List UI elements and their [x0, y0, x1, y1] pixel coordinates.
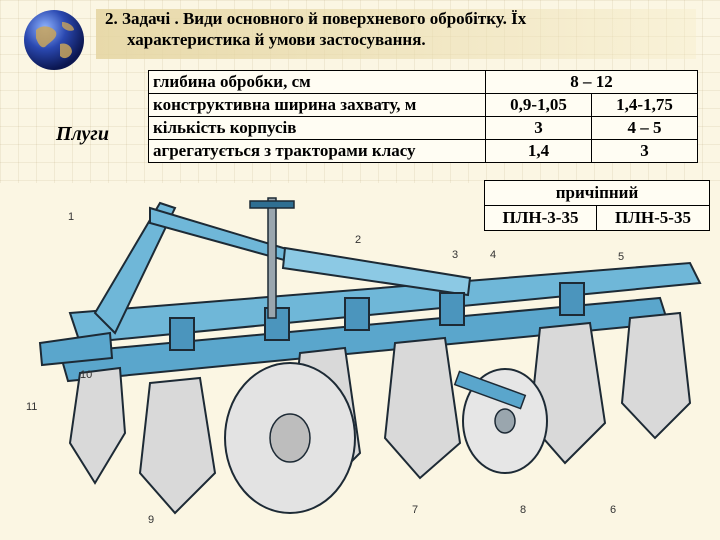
value-cell: 1,4-1,75: [591, 93, 698, 117]
callout-label: 7: [412, 504, 418, 516]
title-line-2: характеристика й умови застосування.: [127, 30, 426, 49]
model-label: ПЛН-3-35: [502, 208, 579, 227]
plow-diagram: 1 2 3 4 5 6 7 8 9 10 11: [0, 183, 720, 540]
slide-title: 2. Задачі . Види основного й поверхневог…: [105, 8, 705, 50]
type-box: причіпний: [484, 180, 710, 206]
table-row: кількість корпусів 3 4 – 5: [148, 116, 698, 140]
callout-label: 11: [26, 401, 37, 413]
value-cell: 3: [485, 116, 592, 140]
disc-coulter: [453, 368, 548, 474]
callout-label: 1: [68, 211, 74, 223]
callout-label: 2: [355, 234, 361, 246]
value-cell: 3: [591, 139, 698, 163]
value-cell: 1,4: [485, 139, 592, 163]
table-row: агрегатується з тракторами класу 1,4 3: [148, 139, 698, 163]
value-cell: 4 – 5: [591, 116, 698, 140]
depth-wheel: [224, 362, 356, 514]
type-label: причіпний: [555, 183, 639, 202]
param-cell: конструктивна ширина захвату, м: [148, 93, 486, 117]
table-row: конструктивна ширина захвату, м 0,9-1,05…: [148, 93, 698, 117]
callouts: 1 2 3 4 5 6 7 8 9 10 11: [26, 211, 624, 526]
model-box-2: ПЛН-5-35: [596, 205, 710, 231]
section-label: Плуги: [56, 123, 109, 145]
param-cell: агрегатується з тракторами класу: [148, 139, 486, 163]
title-background: [96, 9, 696, 59]
callout-label: 10: [80, 369, 92, 381]
param-cell: глибина обробки, см: [148, 70, 486, 94]
callout-label: 3: [452, 249, 458, 261]
callout-label: 5: [618, 251, 624, 263]
model-label: ПЛН-5-35: [615, 208, 691, 227]
globe-icon: [24, 10, 84, 70]
callout-label: 8: [520, 504, 526, 516]
table-row: глибина обробки, см 8 – 12: [148, 70, 698, 94]
spec-table: глибина обробки, см 8 – 12 конструктивна…: [148, 70, 698, 163]
value-cell: 8 – 12: [485, 70, 698, 94]
title-line-1: 2. Задачі . Види основного й поверхневог…: [105, 9, 527, 28]
callout-label: 9: [148, 514, 154, 526]
model-box-1: ПЛН-3-35: [484, 205, 597, 231]
callout-label: 4: [490, 249, 496, 261]
callout-label: 6: [610, 504, 616, 516]
value-cell: 0,9-1,05: [485, 93, 592, 117]
param-cell: кількість корпусів: [148, 116, 486, 140]
